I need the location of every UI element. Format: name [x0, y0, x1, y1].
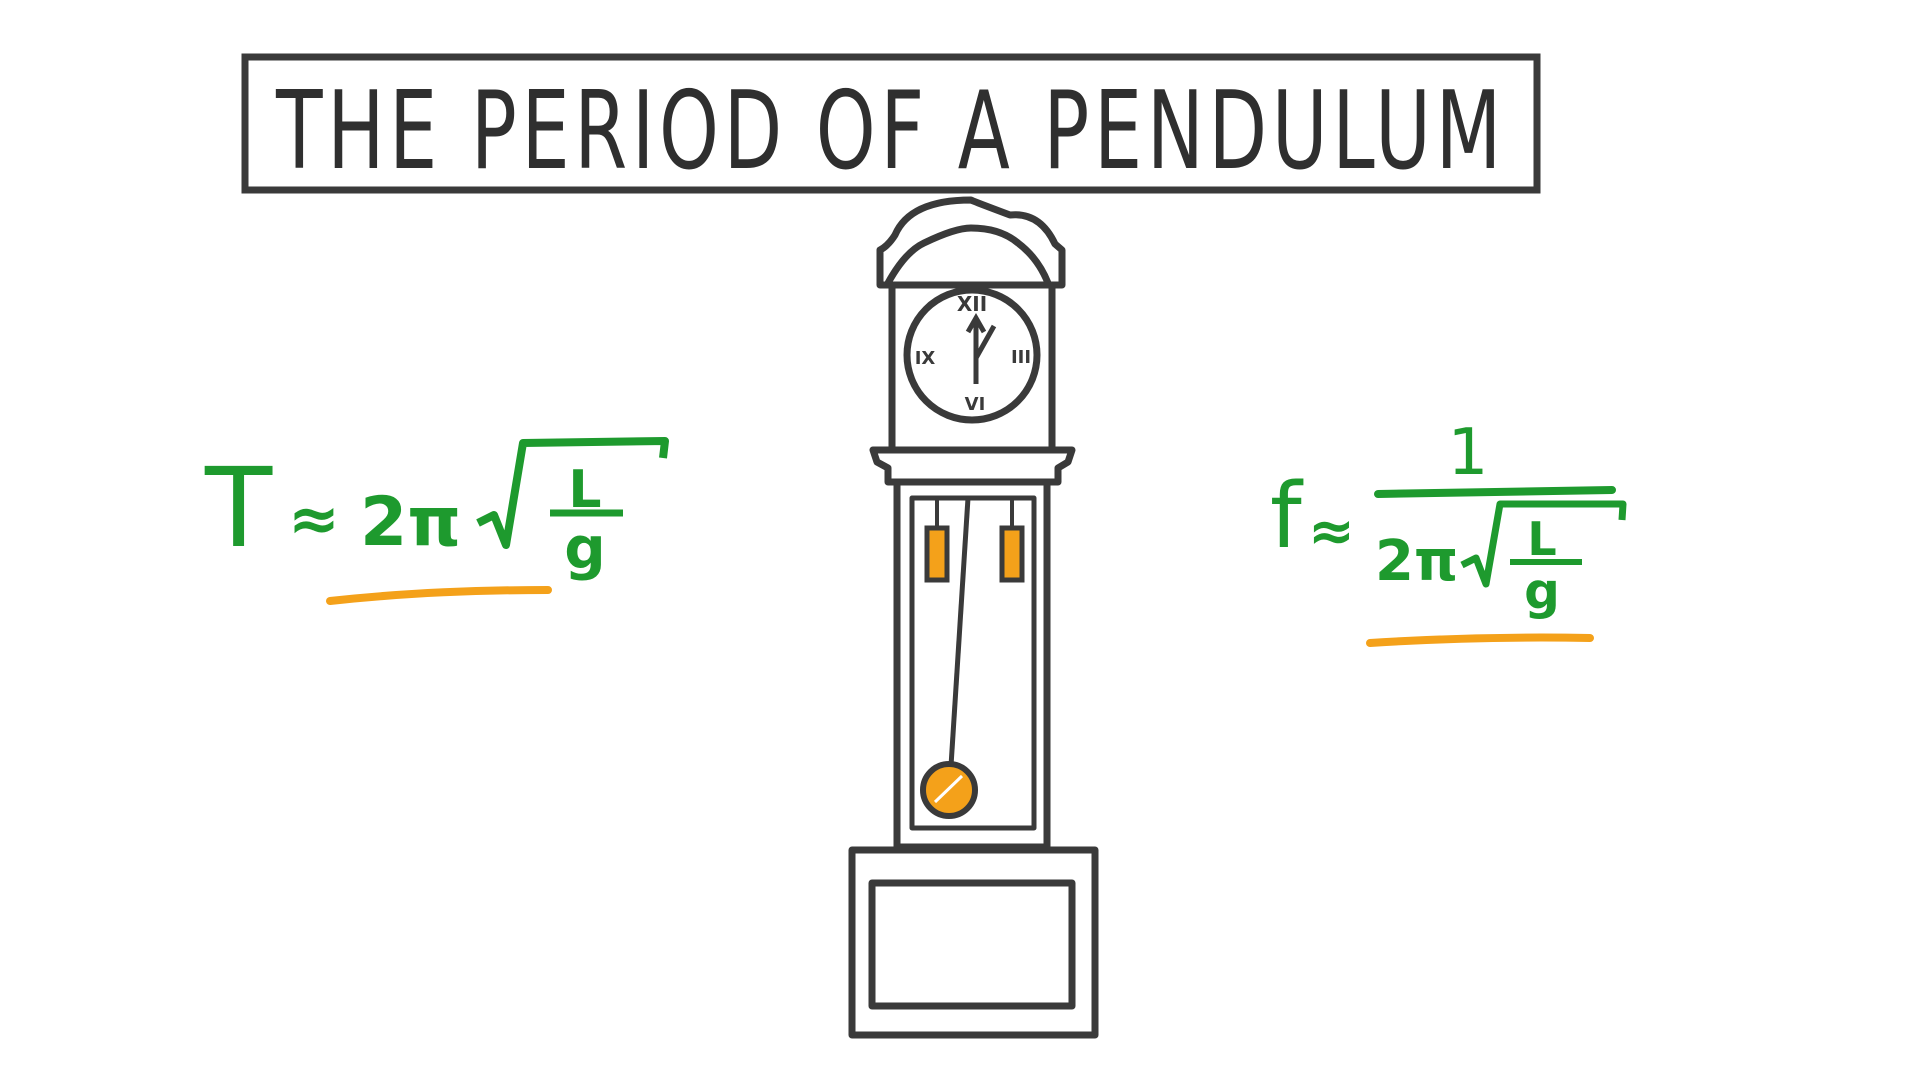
- frequency-approx-sign: ≈: [1308, 499, 1355, 564]
- frequency-symbol: f: [1270, 464, 1304, 569]
- frequency-inner-numerator-l: L: [1527, 512, 1556, 566]
- frequency-radical-sign: [1460, 500, 1627, 588]
- numeral-iii: III: [1011, 347, 1031, 368]
- hour-hand: [973, 324, 997, 360]
- pendulum-bob-highlight: [933, 774, 964, 804]
- minute-hand-tip: [965, 312, 987, 334]
- page-title: THE PERIOD OF A PENDULUM: [275, 69, 1506, 194]
- period-denominator-g: g: [564, 514, 606, 582]
- period-coefficient: 2π: [360, 483, 461, 562]
- period-approx-sign: ≈: [288, 482, 340, 555]
- period-symbol: T: [204, 444, 273, 572]
- frequency-numerator-one: 1: [1448, 416, 1489, 490]
- clock-dial: [903, 286, 1041, 424]
- pendulum-rod: [948, 497, 971, 767]
- numeral-vi: VI: [965, 394, 986, 415]
- frequency-underline: [1366, 633, 1594, 647]
- period-underline: [326, 586, 552, 605]
- pendulum: [920, 497, 978, 819]
- frequency-coefficient: 2π: [1375, 529, 1458, 594]
- clock-hood-arch: [884, 224, 1052, 285]
- title-frame: [241, 53, 1541, 194]
- period-formula: T ≈ 2π L g: [204, 437, 669, 605]
- clock-trunk-window: [909, 495, 1037, 831]
- period-radical-sign: [476, 437, 669, 549]
- frequency-main-fraction-bar: [1374, 486, 1616, 498]
- numeral-xii: XII: [957, 292, 987, 316]
- clock-cornice: [869, 446, 1076, 486]
- frequency-formula: f ≈ 1 2π L g: [1270, 416, 1627, 647]
- numeral-ix: IX: [915, 348, 936, 369]
- weight-left: [924, 525, 950, 583]
- clock-face-details: XII III VI IX: [915, 292, 1031, 415]
- frequency-inner-denominator-g: g: [1524, 562, 1560, 620]
- clock-hood: [876, 196, 1066, 289]
- clock-base: [848, 846, 1099, 1039]
- title-banner: THE PERIOD OF A PENDULUM: [241, 53, 1541, 194]
- clock-weights: [924, 498, 1025, 583]
- clock-base-panel: [868, 879, 1076, 1010]
- weight-right: [999, 525, 1025, 583]
- grandfather-clock: [848, 196, 1099, 1039]
